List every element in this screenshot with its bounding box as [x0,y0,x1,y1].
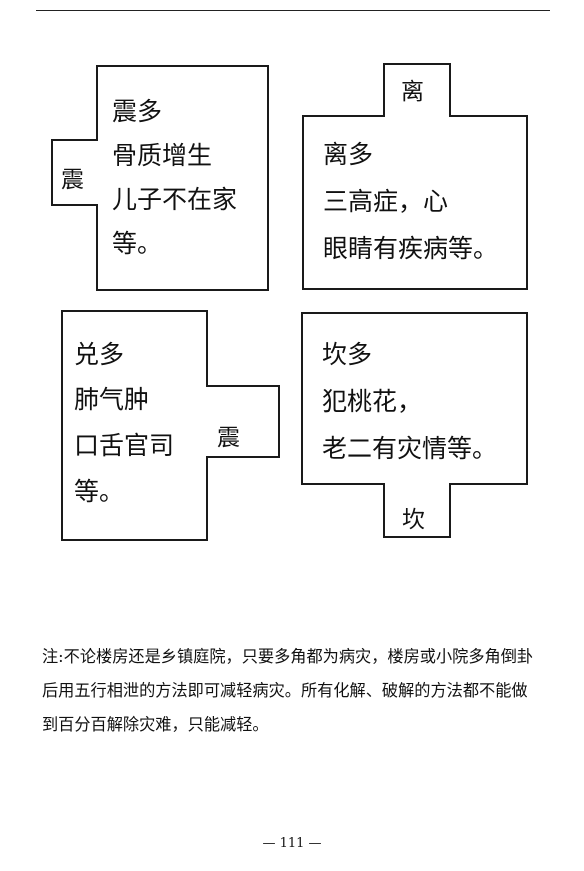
diagram-1-line-2: 骨质增生 [112,141,213,170]
diagram-4-line-2: 犯桃花， [322,387,423,416]
top-rule [36,10,550,11]
diagram-3-line-4: 等。 [74,477,125,506]
diagram-4-line-3: 老二有灾情等。 [322,434,498,463]
diagram-3-line-2: 肺气肿 [74,385,150,414]
diagram-1-line-3: 儿子不在家 [112,185,238,214]
diagram-2-tab-label: 离 [401,79,424,105]
diagram-3-line-1: 兑多 [74,340,125,369]
diagram-shape-zhen [51,65,269,291]
note-line-2: 后用五行相泄的方法即可减轻病灾。所有化解、破解的方法都不能做 [42,681,528,700]
note-line-1: 注:不论楼房还是乡镇庭院，只要多角都为病灾，楼房或小院多角倒卦 [42,647,534,666]
diagram-1-line-1: 震多 [112,97,163,126]
diagram-2-line-1: 离多 [323,140,374,169]
diagram-shape-kan [301,312,528,538]
diagram-1-line-4: 等。 [112,229,163,258]
diagram-4-tab-label: 坎 [402,507,425,533]
diagram-2-line-2: 三高症，心 [323,187,449,216]
diagram-3-line-3: 口舌官司 [74,431,175,460]
diagram-2-line-3: 眼睛有疾病等。 [323,234,499,263]
page-number: — 111 — [262,836,322,851]
diagram-shape-li [302,63,528,290]
note-line-3: 到百分百解除灾难，只能减轻。 [42,715,269,734]
diagram-shape-dui [61,310,280,541]
diagram-1-tab-label: 震 [61,167,84,193]
note-paragraph: 注:不论楼房还是乡镇庭院，只要多角都为病灾，楼房或小院多角倒卦 后用五行相泄的方… [42,640,552,742]
diagram-4-line-1: 坎多 [322,340,373,369]
diagram-3-tab-label: 震 [217,425,240,451]
floor-plan-diagrams [51,63,528,541]
